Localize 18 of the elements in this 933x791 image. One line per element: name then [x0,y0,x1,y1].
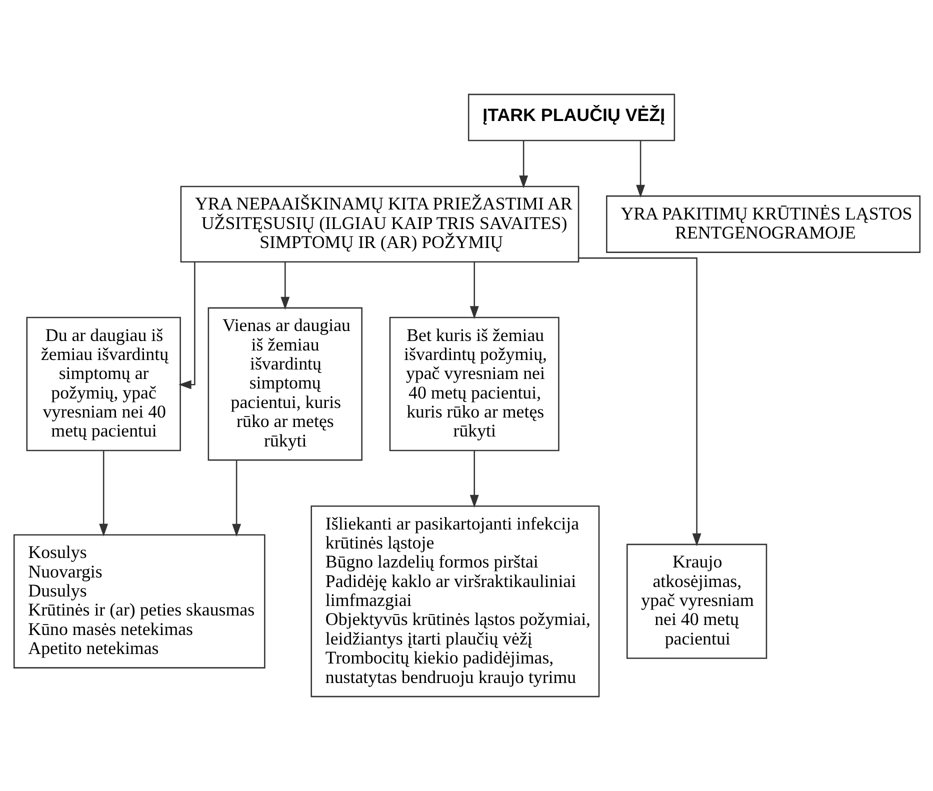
node-box: Vienas ar daugiau iš žemiau išvardintų simptomų pacientui, kuris rūko ar metęs rūkyti [207,307,362,461]
arrow [636,140,645,198]
node-box: Du ar daugiau iš žemiau išvardintų simptomų ar požymių, ypač vyresniam nei 40 metų pacientui [26,316,180,452]
arrow [469,262,478,319]
arrow [232,460,241,537]
node-box: YRA PAKITIMŲ KRŪTINĖS LĄSTOS RENTGENOGRAMOJE [606,195,920,253]
node-box: Kosulys Nuovargis Dusulys Krūtinės ir (ar) peties skausmas Kūno masės netekimas Apetito netekimas [12,534,265,668]
arrow [280,262,290,310]
node-box: ĮTARK PLAUČIŲ VĖŽĮ [467,94,675,142]
arrow [469,450,478,508]
node-box: Išliekanti ar pasikartojanti infekcija krūtinės ląstoje Būgno lazdelių formos pirštai Padidėję kaklo ar viršraktikauliniai limfmazgiai Objektyvūs krūtinės ląstos požymiai, leidžiantys įtarti plaučių vėžį Trombocitų kiekio padidėjimas, nustatytas bendruoju kraujo tyrimu [310,505,600,698]
arrow [98,450,108,536]
node-box: Bet kuris iš žemiau išvardintų požymių, ypač vyresniam nei 40 metų pacientui, kuris rūko ar metęs rūkyti [388,316,559,452]
arrow [178,262,195,390]
arrow [518,140,528,188]
arrow [578,257,701,546]
node-box: YRA NEPAAIŠKINAMŲ KITA PRIEŽASTIMI AR UŽSITĘSUSIŲ (ILGIAU KAIP TRIS SAVAITES) SIMPTOMŲ IR (AR) POŽYMIŲ [180,186,579,263]
node-box: Kraujo atkosėjimas, ypač vyresniam nei 40 metų pacientui [626,544,767,659]
